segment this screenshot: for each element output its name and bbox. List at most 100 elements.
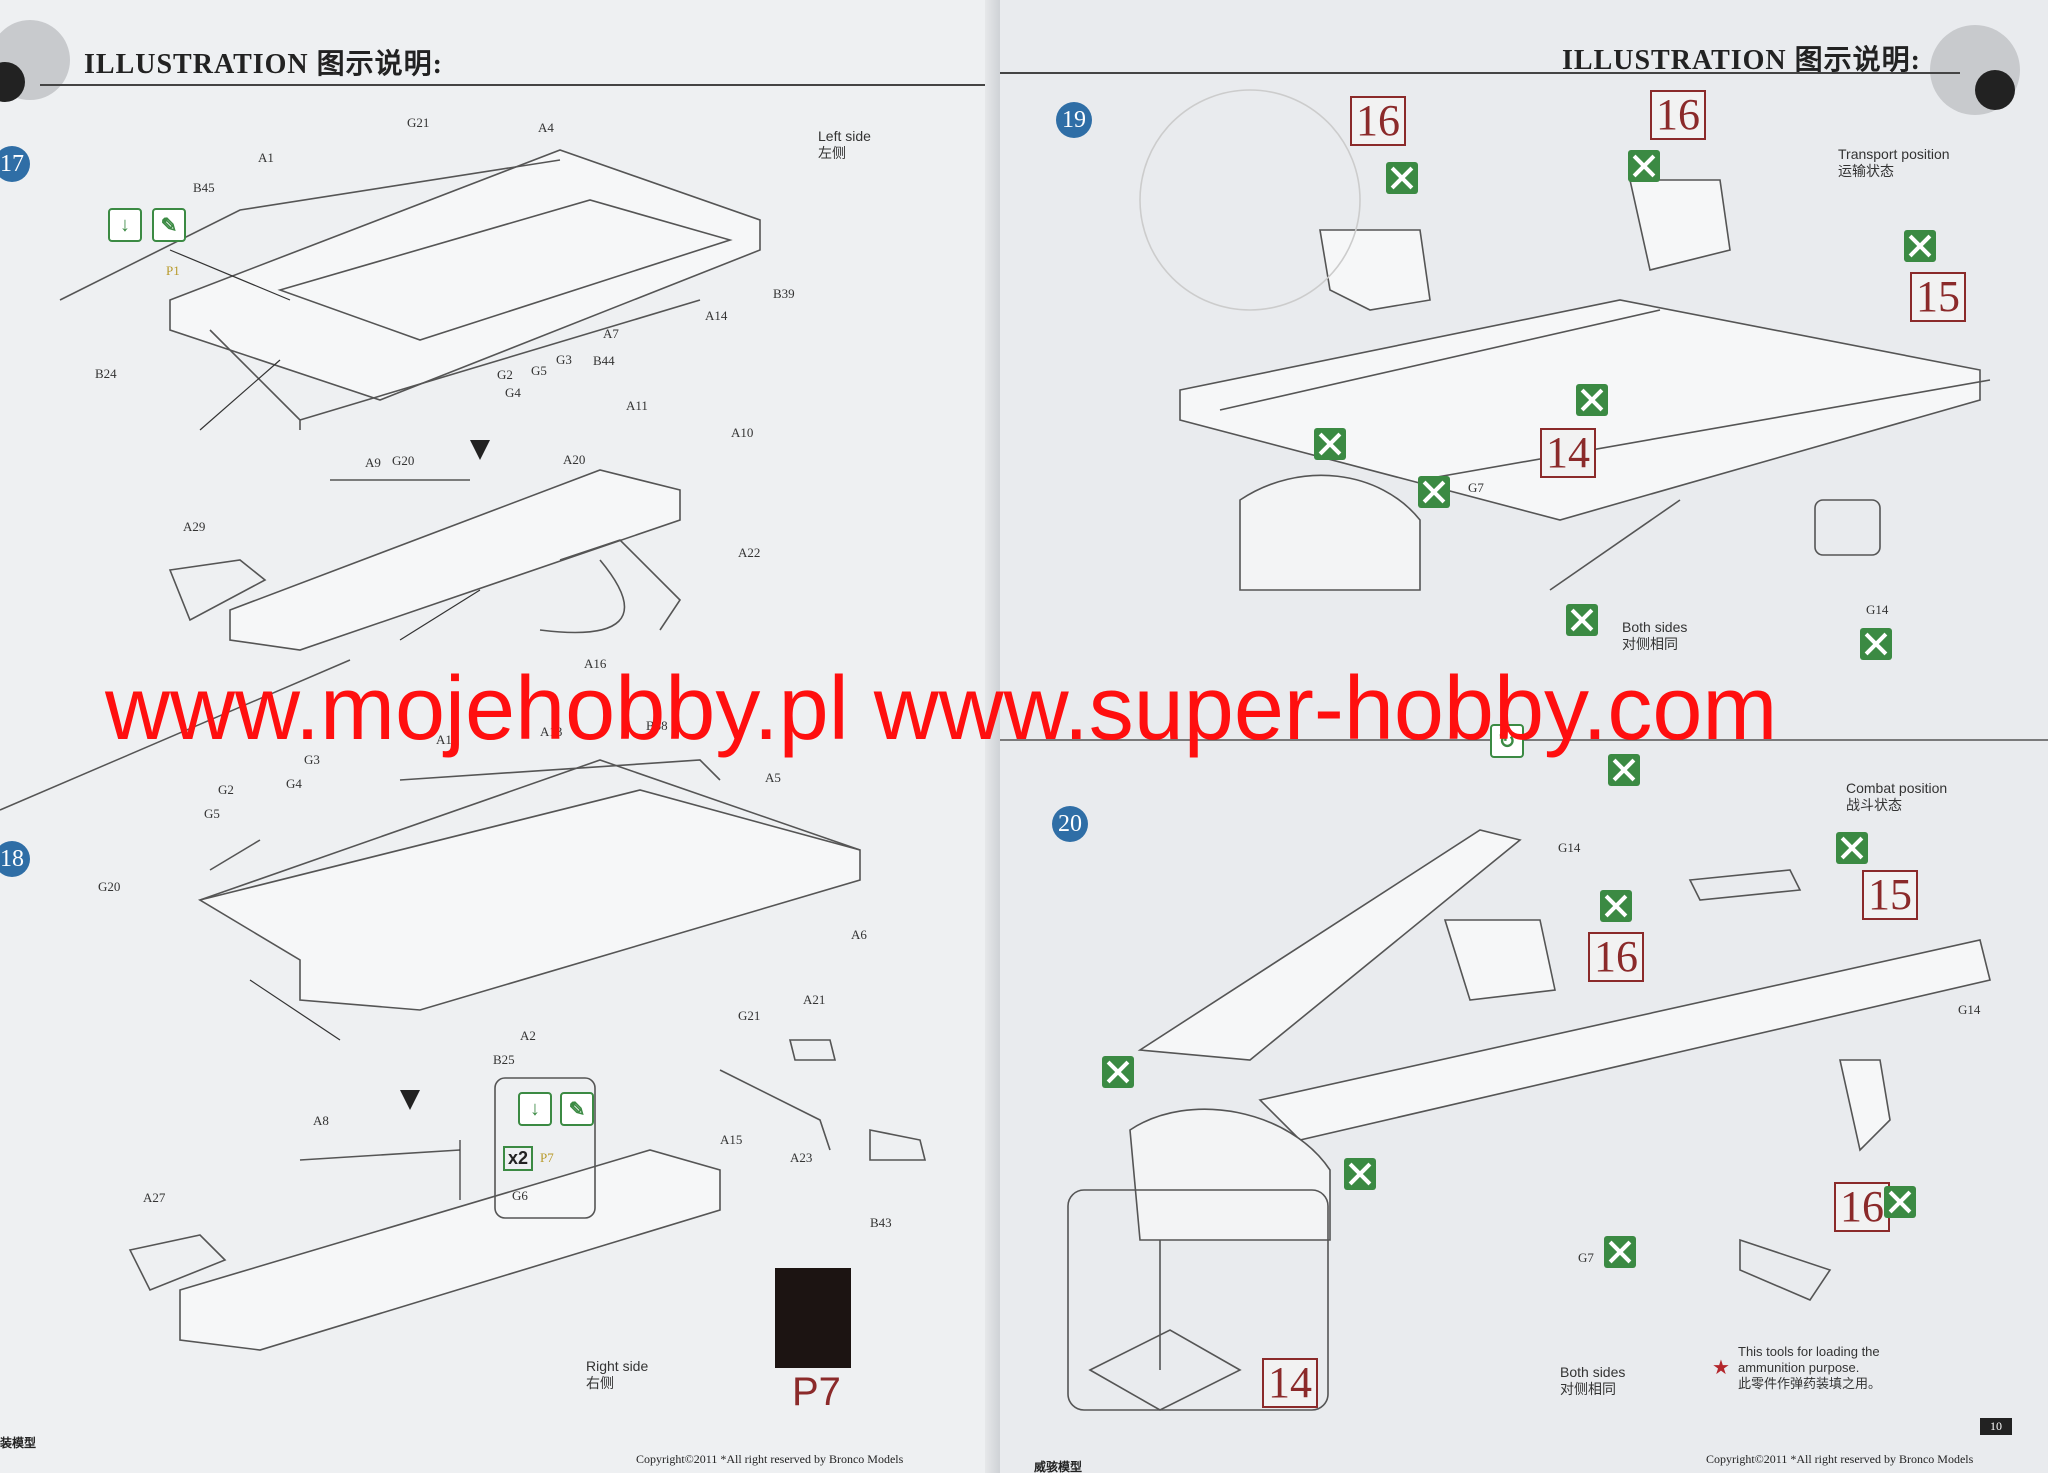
no-glue-icon <box>1102 1056 1134 1088</box>
step-19-number: 19 <box>1056 102 1092 138</box>
part-label: G5 <box>204 806 220 821</box>
part-label: B25 <box>493 1052 515 1067</box>
right-header-rule <box>1000 72 1960 74</box>
left-instruction-page: ILLUSTRATION 图示说明: <box>0 0 1000 1473</box>
callout-number: 14 <box>1262 1358 1318 1408</box>
both-sides-cn: 对侧相同 <box>1560 1381 1616 1397</box>
part-label: A6 <box>851 927 867 942</box>
part-label: A10 <box>731 425 754 440</box>
no-glue-icon <box>1860 628 1892 660</box>
part-label: B24 <box>95 366 117 381</box>
part-label: B45 <box>193 180 215 195</box>
part-label: A14 <box>705 308 728 323</box>
no-glue-icon <box>1604 1236 1636 1268</box>
tools-note-cn: 此零件作弹药装填之用。 <box>1738 1376 1882 1391</box>
assembly-drawing-left <box>0 149 927 1351</box>
part-label: B44 <box>593 353 615 368</box>
no-glue-icon <box>1314 428 1346 460</box>
right-side-en: Right side <box>586 1358 649 1374</box>
no-glue-icon <box>1576 384 1608 416</box>
step-18-number: 18 <box>0 841 30 877</box>
part-label: G21 <box>407 115 430 130</box>
multiplier-badge: x2 <box>503 1146 534 1171</box>
p7-caption: P7 <box>792 1370 841 1414</box>
part-label: B43 <box>870 1215 892 1230</box>
part-label: A23 <box>790 1150 813 1165</box>
watermark-text: www.mojehobby.pl www.super-hobby.com <box>105 659 1778 759</box>
part-label: G7 <box>1578 1250 1594 1265</box>
no-glue-icon <box>1884 1186 1916 1218</box>
right-side-label: Right side 右侧 <box>586 1358 648 1392</box>
part-label: G21 <box>738 1008 761 1023</box>
callout-number: 15 <box>1910 272 1966 322</box>
combat-position-label: Combat position 战斗状态 <box>1846 780 1947 814</box>
part-label: P1 <box>166 263 180 278</box>
no-glue-icon <box>1836 832 1868 864</box>
part-label: G2 <box>497 367 513 382</box>
tools-note-line2: ammunition purpose. <box>1738 1360 1860 1375</box>
callout-number: 15 <box>1862 870 1918 920</box>
glue-brush-icon: ✎ <box>560 1092 594 1126</box>
glue-brush-icon: ✎ <box>152 208 186 242</box>
part-label: A22 <box>738 545 761 560</box>
right-instruction-page: ILLUSTRATION 图示说明: 19 2 <box>1000 0 2048 1473</box>
p7-part-photo <box>775 1268 851 1368</box>
part-label: A16 <box>584 656 607 671</box>
right-copyright: Copyright©2011 *All right reserved by Br… <box>1706 1452 1974 1466</box>
no-glue-icon <box>1904 230 1936 262</box>
left-side-label: Left side 左侧 <box>818 128 871 162</box>
part-label: A8 <box>313 1113 329 1128</box>
part-label: G4 <box>286 776 302 791</box>
part-label: A9 <box>365 455 381 470</box>
no-glue-icon <box>1566 604 1598 636</box>
callout-number: 16 <box>1834 1182 1890 1232</box>
left-footer-brand: 装模型 <box>0 1436 37 1450</box>
part-label: G14 <box>1866 602 1889 617</box>
part-label: A13 <box>540 724 563 739</box>
part-label: G4 <box>505 385 521 400</box>
left-copyright: Copyright©2011 *All right reserved by Br… <box>636 1452 904 1466</box>
callout-number: 16 <box>1650 90 1706 140</box>
transport-position-label: Transport position 运输状态 <box>1838 146 1950 180</box>
no-glue-icon <box>1628 150 1660 182</box>
part-label: G3 <box>556 352 572 367</box>
part-label: A29 <box>183 519 206 534</box>
no-glue-icon <box>1418 476 1450 508</box>
combat-en: Combat position <box>1846 780 1948 796</box>
part-label: A17 <box>436 732 459 747</box>
transport-cn: 运输状态 <box>1838 163 1894 179</box>
callout-number: 16 <box>1588 932 1644 982</box>
part-label: G5 <box>531 363 547 378</box>
part-label: G6 <box>512 1188 528 1203</box>
transport-en: Transport position <box>1838 146 1950 162</box>
combat-cn: 战斗状态 <box>1846 797 1902 813</box>
flip-part-icon: ↻ <box>1490 724 1524 758</box>
both-sides-note: Both sides 对侧相同 <box>1622 619 1687 653</box>
part-label: A4 <box>538 120 554 135</box>
both-sides-note-inset: Both sides 对侧相同 <box>1560 1364 1625 1398</box>
part-label: A21 <box>803 992 826 1007</box>
part-label: A11 <box>626 398 648 413</box>
part-label: P7 <box>540 1150 554 1165</box>
step-20-number: 20 <box>1052 806 1088 842</box>
left-page-header: ILLUSTRATION 图示说明: <box>84 49 443 80</box>
no-glue-icon <box>1344 1158 1376 1190</box>
part-label: G14 <box>1558 840 1581 855</box>
part-label: A27 <box>143 1190 166 1205</box>
left-side-cn: 左侧 <box>818 145 846 161</box>
callout-number: 14 <box>1540 428 1596 478</box>
both-sides-en: Both sides <box>1622 619 1688 635</box>
tools-note-line1: This tools for loading the <box>1738 1344 1880 1359</box>
assembly-drawing-right <box>1000 89 2048 1411</box>
right-side-cn: 右侧 <box>586 1375 614 1391</box>
part-label: A15 <box>720 1132 743 1147</box>
part-label: G14 <box>1958 1002 1981 1017</box>
part-label: G2 <box>218 782 234 797</box>
part-label: G7 <box>1468 480 1484 495</box>
both-sides-cn: 对侧相同 <box>1622 636 1678 652</box>
no-glue-icon <box>1600 890 1632 922</box>
part-label: G3 <box>304 752 320 767</box>
no-glue-icon <box>1608 754 1640 786</box>
part-label: G20 <box>392 453 415 468</box>
right-page-header: ILLUSTRATION 图示说明: <box>1562 45 1921 76</box>
